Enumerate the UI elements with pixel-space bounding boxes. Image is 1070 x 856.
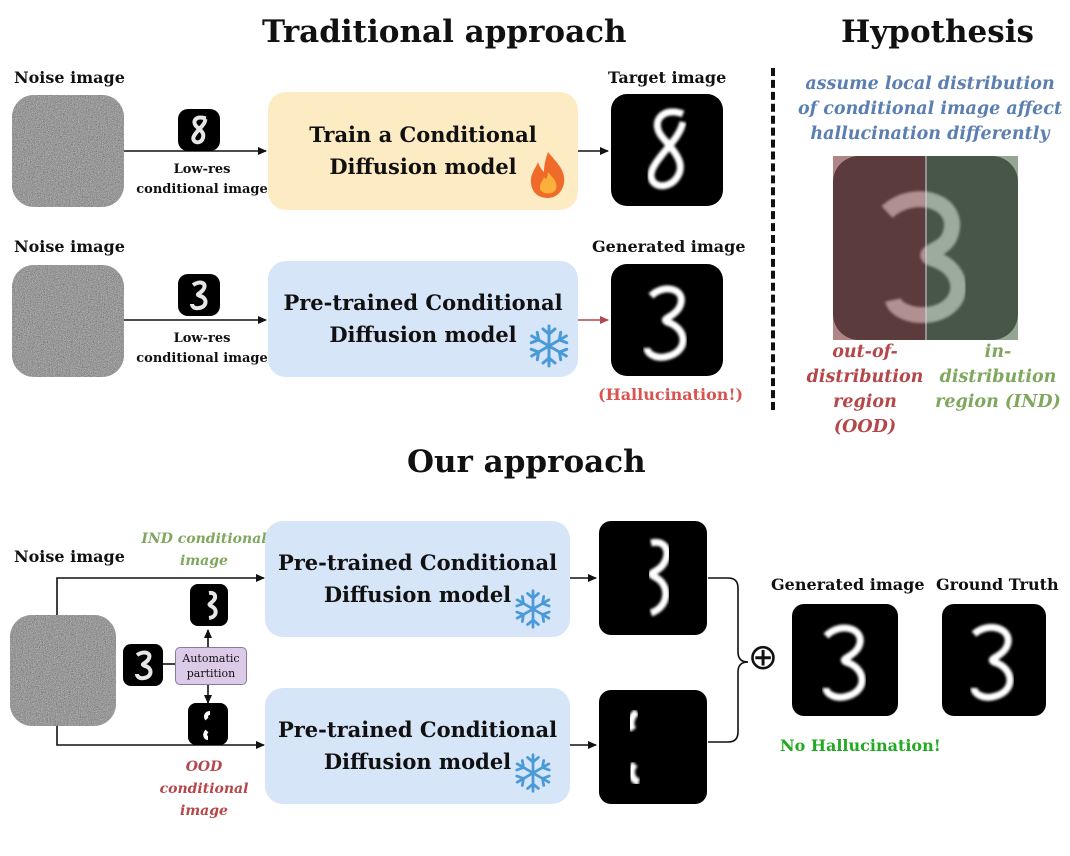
target-image-label: Target image xyxy=(608,68,727,87)
pretrained-model-box: Pre-trained Conditional Diffusion model xyxy=(268,261,578,377)
model-line-2: Diffusion model xyxy=(323,749,512,774)
model-line-2: Diffusion model xyxy=(329,154,517,179)
snowflake-icon xyxy=(515,753,551,793)
hypothesis-image xyxy=(833,156,1018,340)
automatic-partition-box: Automatic partition xyxy=(175,647,247,685)
noise-image-2 xyxy=(12,265,124,377)
noise-image-3 xyxy=(10,615,116,726)
model-line-2: Diffusion model xyxy=(329,322,517,347)
ind-conditional-image xyxy=(190,584,228,626)
generated-image-label-2: Generated image xyxy=(771,575,925,594)
noise-image-label: Noise image xyxy=(14,68,125,87)
target-image xyxy=(611,94,723,206)
snowflake-icon xyxy=(529,324,569,368)
generated-image xyxy=(611,264,723,376)
snowflake-icon xyxy=(515,589,551,629)
ind-conditional-label: IND conditional image xyxy=(141,531,267,569)
model-line-1: Train a Conditional xyxy=(309,122,537,147)
final-generated-image xyxy=(792,604,898,716)
noise-image xyxy=(12,95,124,207)
ground-truth-label: Ground Truth xyxy=(936,575,1059,594)
train-model-box: Train a Conditional Diffusion model xyxy=(268,92,578,210)
ood-conditional-label: OOD conditional image xyxy=(159,759,249,819)
conditional-image-label-2: Low-res conditional image xyxy=(136,331,268,366)
our-approach-title: Our approach xyxy=(407,444,646,480)
hallucination-note: (Hallucination!) xyxy=(598,385,744,404)
traditional-title: Traditional approach xyxy=(262,14,627,50)
plus-circle-icon: ⊕ xyxy=(747,637,779,678)
hypothesis-caption: assume local distribution of conditional… xyxy=(797,74,1063,144)
conditional-image-label: Low-res conditional image xyxy=(136,162,268,197)
dashed-divider xyxy=(771,68,775,410)
ood-region-label: out-of- distribution region (OOD) xyxy=(806,342,924,437)
low-res-conditional-image xyxy=(178,109,220,151)
noise-image-label-3: Noise image xyxy=(14,547,125,566)
low-res-conditional-image-2 xyxy=(178,274,220,316)
fire-icon xyxy=(530,152,565,198)
ood-output-image xyxy=(599,690,707,804)
model-line-1: Pre-trained Conditional xyxy=(277,717,558,742)
hypothesis-title: Hypothesis xyxy=(841,14,1034,50)
ind-output-image xyxy=(599,521,707,635)
pretrained-model-box-ood: Pre-trained Conditional Diffusion model xyxy=(265,688,570,804)
model-line-2: Diffusion model xyxy=(323,582,512,607)
model-line-1: Pre-trained Conditional xyxy=(277,550,558,575)
no-hallucination-note: No Hallucination! xyxy=(780,736,941,755)
generated-image-label: Generated image xyxy=(592,237,746,256)
noise-image-label-2: Noise image xyxy=(14,237,125,256)
ind-region-label: in- distribution region (IND) xyxy=(935,342,1061,412)
ood-conditional-image xyxy=(188,703,228,745)
ground-truth-image xyxy=(942,604,1046,716)
model-line-1: Pre-trained Conditional xyxy=(283,290,563,315)
conditional-image-3 xyxy=(123,644,163,686)
